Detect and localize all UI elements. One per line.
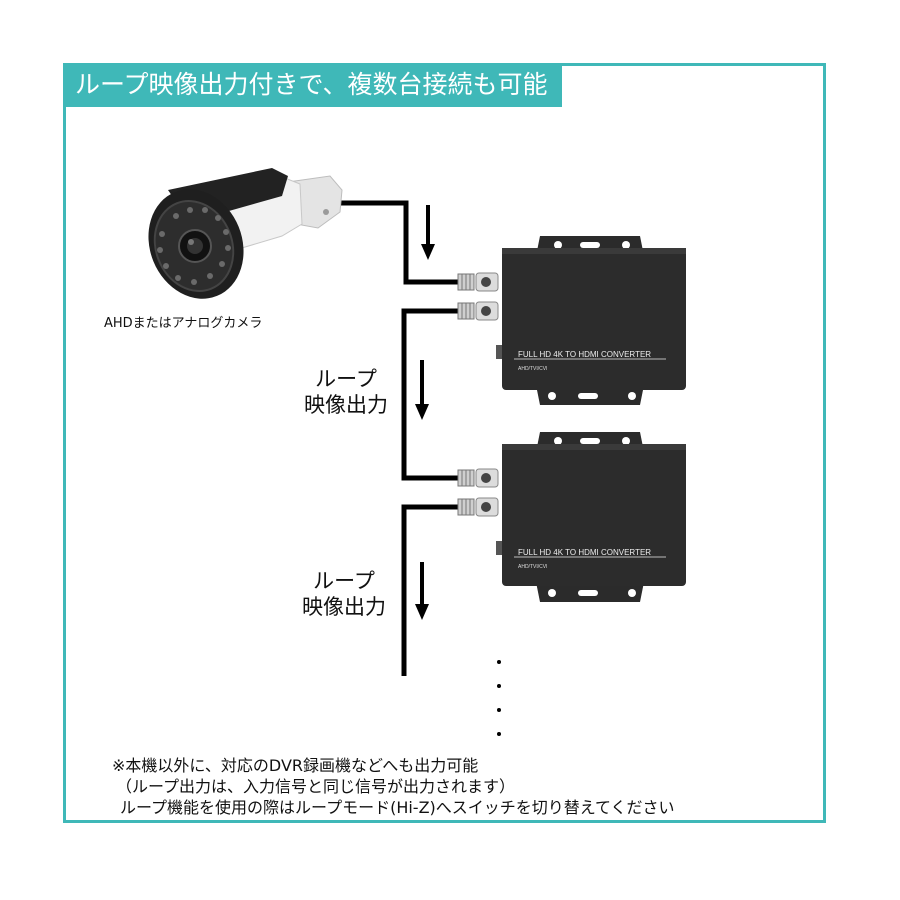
device-name-label: FULL HD 4K TO HDMI CONVERTER xyxy=(518,548,651,557)
camera-label: AHDまたはアナログカメラ xyxy=(104,316,263,331)
bullet-camera-icon xyxy=(148,168,343,299)
bnc-connector-icon xyxy=(457,272,499,292)
arrow-down-icon xyxy=(415,360,429,420)
continuation-dots xyxy=(497,660,501,736)
loop-label-line2: 映像出力 xyxy=(302,595,386,619)
converter-device-2: FULL HD 4K TO HDMI CONVERTER AHD/TVI/CVI xyxy=(496,432,686,602)
bnc-connector-icon xyxy=(457,301,499,321)
device1-loop-to-device2-cable xyxy=(401,308,462,481)
arrow-down-icon xyxy=(415,562,429,620)
arrow-down-icon xyxy=(421,205,435,260)
device2-loop-out-cable xyxy=(401,504,462,676)
cable-lines xyxy=(340,200,462,676)
loop-label-line1: ループ xyxy=(315,367,377,391)
note-line-1: ※本機以外に、対応のDVR録画機などへも出力可能 xyxy=(112,756,479,775)
converter-device-1: FULL HD 4K TO HDMI CONVERTER AHD/TVI/CVI xyxy=(496,236,686,405)
bnc-connector-icon xyxy=(457,468,499,488)
loop-output-label-1: ループ 映像出力 xyxy=(291,366,401,418)
device-sub-label: AHD/TVI/CVI xyxy=(518,366,547,372)
camera-to-device1-cable xyxy=(340,200,462,285)
bnc-connector-icon xyxy=(457,497,499,517)
loop-output-label-2: ループ 映像出力 xyxy=(289,568,399,620)
loop-label-line1: ループ xyxy=(313,569,375,593)
page-title: ループ映像出力付きで、複数台接続も可能 xyxy=(63,63,562,107)
device-sub-label: AHD/TVI/CVI xyxy=(518,564,547,570)
device-name-label: FULL HD 4K TO HDMI CONVERTER xyxy=(518,350,651,359)
loop-label-line2: 映像出力 xyxy=(304,393,388,417)
note-line-2: （ループ出力は、入力信号と同じ信号が出力されます） xyxy=(116,777,516,796)
footnotes: ※本機以外に、対応のDVR録画機などへも出力可能 （ループ出力は、入力信号と同じ… xyxy=(112,755,675,818)
note-line-3: ループ機能を使用の際はループモード(Hi-Z)へスイッチを切り替えてください xyxy=(120,798,675,817)
